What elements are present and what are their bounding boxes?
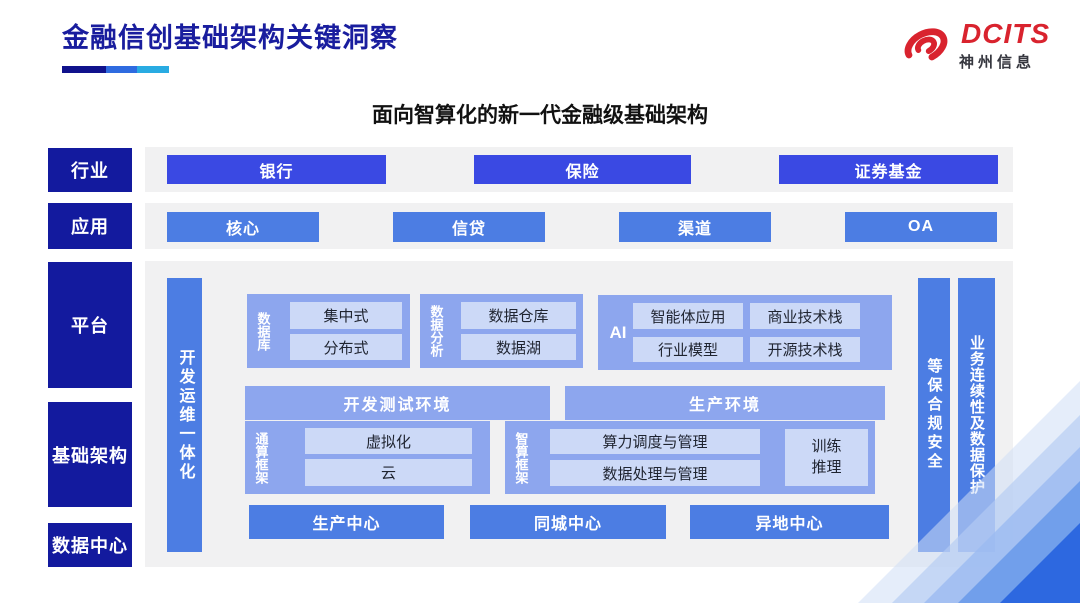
database-container: 数据库 集中式 分布式 [247,294,410,368]
sidebar-item-platform: 平台 [48,262,132,388]
dcits-swirl-icon [895,20,957,72]
general-framework-container: 通算框架 虚拟化 云 [245,421,490,494]
box-centralized: 集中式 [290,302,402,329]
dcits-logo: DCITS 神州信息 [895,18,1055,74]
ai-container: AI 智能体应用 商业技术栈 行业模型 开源技术栈 [598,295,892,370]
box-virtualization: 虚拟化 [305,428,472,454]
title-underline-light [137,66,169,73]
box-cloud: 云 [305,459,472,486]
box-production-center: 生产中心 [249,505,444,539]
box-data-warehouse: 数据仓库 [461,302,576,329]
logo-brand-text: DCITS [961,18,1050,49]
box-data-processing: 数据处理与管理 [550,460,760,486]
analytics-container: 数据分析 数据仓库 数据湖 [420,294,583,368]
box-credit: 信贷 [393,212,545,242]
database-label: 数据库 [255,311,271,351]
business-continuity-bar: 业务连续性及数据保护 [958,278,995,552]
sidebar-item-industry: 行业 [48,148,132,192]
security-compliance-bar: 等保合规安全 [918,278,950,552]
box-same-city-center: 同城中心 [470,505,666,539]
box-insurance: 保险 [474,155,691,184]
dev-test-environment-bar: 开发测试环境 [245,386,550,420]
box-remote-center: 异地中心 [690,505,889,539]
title-underline-mid [106,66,137,73]
intelligent-framework-label: 智算框架 [513,431,529,484]
sidebar-item-application: 应用 [48,203,132,249]
platform-panel: 开发运维一体化 数据库 集中式 分布式 数据分析 数据仓库 数据湖 AI 智能体… [145,261,1013,567]
analytics-label: 数据分析 [428,305,444,357]
diagram-subtitle: 面向智算化的新一代金融级基础架构 [372,104,708,127]
box-opensource-stack: 开源技术栈 [750,337,860,362]
page-title: 金融信创基础架构关键洞察 [62,23,398,53]
devops-bar: 开发运维一体化 [167,278,202,552]
box-commercial-stack: 商业技术栈 [750,303,860,329]
application-band: 核心 信贷 渠道 OA [145,203,1013,249]
box-distributed: 分布式 [290,334,402,360]
box-securities-funds: 证券基金 [779,155,998,184]
production-environment-bar: 生产环境 [565,386,885,420]
box-agent-apps: 智能体应用 [633,303,743,329]
ai-label: AI [609,322,627,342]
sidebar-item-infrastructure: 基础架构 [48,402,132,507]
box-compute-scheduling: 算力调度与管理 [550,429,760,454]
box-data-lake: 数据湖 [461,334,576,360]
box-oa: OA [845,212,997,242]
box-channel: 渠道 [619,212,771,242]
box-core: 核心 [167,212,319,242]
box-training-inference: 训练推理 [785,429,868,486]
logo-company-text: 神州信息 [959,54,1036,71]
intelligent-framework-container: 智算框架 算力调度与管理 数据处理与管理 训练推理 [505,421,875,494]
box-industry-models: 行业模型 [633,337,743,362]
industry-band: 银行 保险 证券基金 [145,147,1013,192]
general-framework-label: 通算框架 [253,431,269,484]
sidebar-item-datacenter: 数据中心 [48,523,132,567]
title-underline-dark [62,66,106,73]
box-bank: 银行 [167,155,386,184]
